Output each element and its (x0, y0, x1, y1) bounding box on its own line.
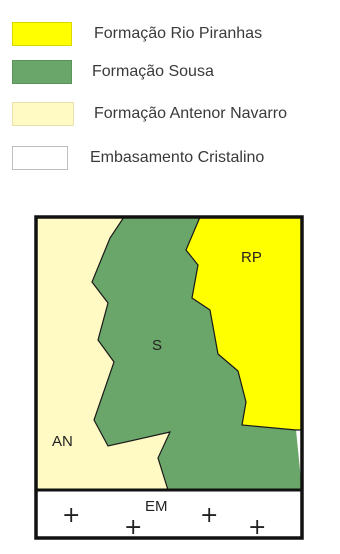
geological-section-svg: RP S AN EM + + + + (34, 215, 304, 540)
unit-rio-piranhas (186, 217, 302, 430)
legend-swatch-rio-piranhas (12, 22, 72, 46)
unit-embasamento-cristalino (36, 490, 302, 538)
unit-sousa (92, 217, 302, 490)
legend-item-rio-piranhas: Formação Rio Piranhas (12, 22, 340, 48)
legend-swatch-sousa (12, 60, 72, 84)
basement-cross-2: + (124, 515, 142, 540)
legend-swatch-antenor-navarro (12, 102, 74, 126)
legend-item-antenor-navarro: Formação Antenor Navarro (12, 102, 340, 128)
legend-label-sousa: Formação Sousa (92, 63, 214, 80)
unit-antenor-navarro (36, 217, 170, 490)
contact-sousa-rp (185, 216, 302, 431)
legend-swatch-embasamento (12, 146, 68, 170)
legend-label-rio-piranhas: Formação Rio Piranhas (94, 25, 263, 42)
legend-item-sousa: Formação Sousa (12, 60, 340, 86)
label-s: S (152, 337, 162, 354)
legend-label-antenor-navarro: Formação Antenor Navarro (94, 105, 287, 122)
basement-cross-1: + (62, 503, 80, 528)
contact-an-sousa (91, 216, 172, 491)
geological-section-diagram: RP S AN EM + + + + (0, 200, 340, 554)
basement-cross-4: + (248, 515, 266, 540)
label-rp: RP (241, 249, 262, 266)
label-em: EM (145, 498, 168, 515)
diagram-frame (34, 215, 304, 540)
legend: Formação Rio Piranhas Formação Sousa For… (0, 0, 340, 200)
basement-cross-3: + (200, 503, 218, 528)
label-an: AN (52, 433, 73, 450)
legend-label-embasamento: Embasamento Cristalino (90, 149, 265, 166)
legend-item-embasamento: Embasamento Cristalino (12, 146, 340, 172)
